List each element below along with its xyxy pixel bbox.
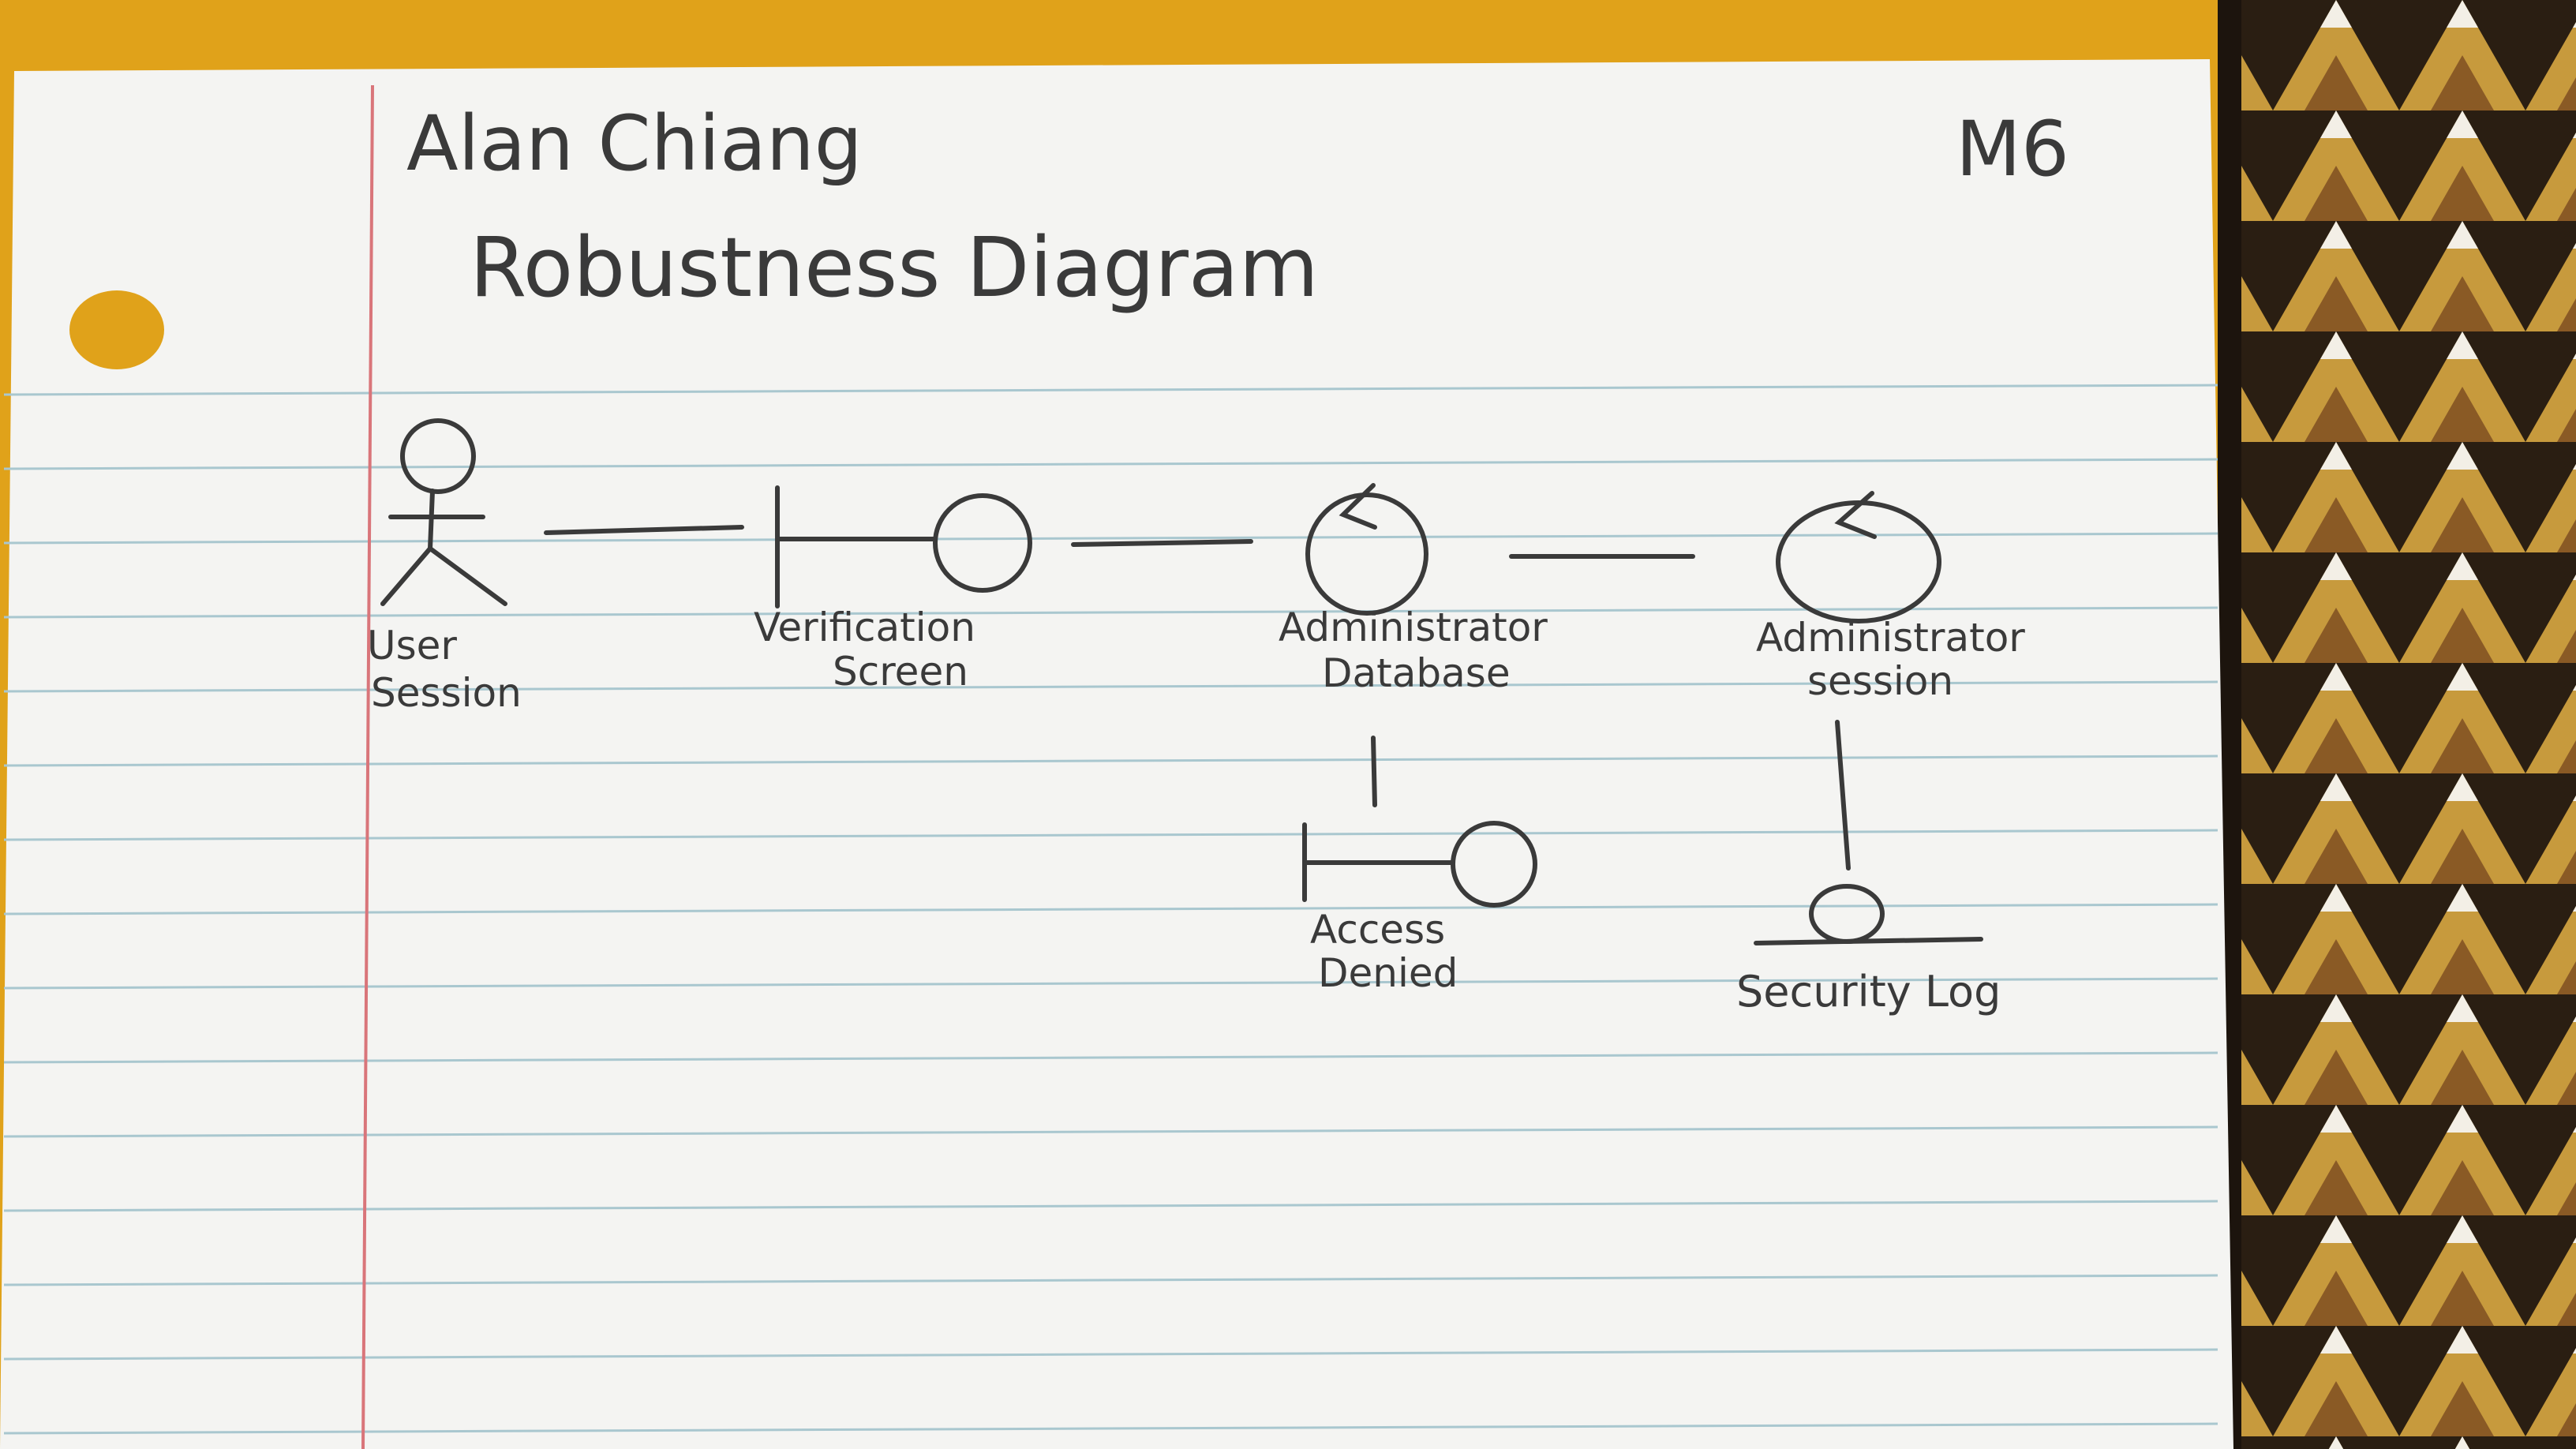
verification-screen-boundary (775, 485, 1032, 608)
administrator-database-label-1: Administrator (1279, 605, 1548, 650)
verification-screen-label-2: Screen (833, 649, 968, 695)
user-session-label-2: Session (371, 670, 522, 716)
margin-line (361, 84, 374, 1449)
edge-admin-db-to-access-denied (1371, 736, 1377, 807)
ruled-line (3, 1125, 2218, 1138)
connectors (544, 525, 1851, 871)
administrator-session-control (1776, 491, 1941, 623)
folder-background (2226, 0, 2576, 1449)
ruled-line (3, 829, 2218, 841)
actor-right-leg (428, 546, 507, 606)
access-denied-label-2: Denied (1318, 950, 1458, 996)
ruled-line (3, 606, 2218, 619)
ruled-line (3, 977, 2218, 990)
edge-user-to-verification (544, 525, 744, 535)
entity-underline (1754, 937, 1983, 945)
binder-hole (69, 290, 164, 369)
edge-verification-to-admin-db (1071, 539, 1253, 547)
actor-head (400, 418, 476, 494)
page-code: M6 (1956, 105, 2069, 193)
ruled-line (3, 1200, 2218, 1212)
ruled-line (3, 903, 2218, 915)
access-denied-label-1: Access (1310, 907, 1445, 953)
verification-screen-label-1: Verification (754, 605, 975, 650)
ruled-lines (3, 384, 2218, 1435)
ruled-line (3, 1348, 2218, 1361)
control-arrow-icon (1834, 491, 1877, 539)
actor-body (428, 489, 435, 551)
ruled-line (3, 1274, 2218, 1286)
notebook-paper (0, 59, 2233, 1449)
administrator-session-label-1: Administrator (1756, 615, 2025, 661)
ruled-line (3, 384, 2218, 396)
user-session-label-1: User (367, 623, 457, 668)
edge-admin-session-to-security-log (1835, 720, 1851, 871)
ruled-line (3, 1051, 2218, 1064)
control-circle (1305, 492, 1428, 616)
ruled-line (3, 754, 2218, 767)
administrator-session-label-2: session (1807, 658, 1953, 704)
author-name: Alan Chiang (406, 99, 863, 188)
boundary-circle (933, 493, 1032, 593)
ruled-line (3, 1422, 2218, 1435)
diagram-title: Robustness Diagram (470, 219, 1319, 316)
security-log-entity (1754, 884, 1983, 945)
security-log-label: Security Log (1736, 967, 2001, 1017)
control-arrow-icon (1339, 483, 1377, 530)
ruled-line (3, 680, 2218, 693)
administrator-database-label-2: Database (1322, 650, 1511, 696)
access-denied-boundary (1302, 821, 1537, 908)
administrator-database-control (1305, 483, 1428, 616)
user-session-actor (380, 418, 507, 606)
actor-left-leg (380, 546, 432, 606)
ruled-line (3, 458, 2218, 470)
boundary-circle (1451, 821, 1537, 908)
ruled-line (3, 532, 2218, 545)
